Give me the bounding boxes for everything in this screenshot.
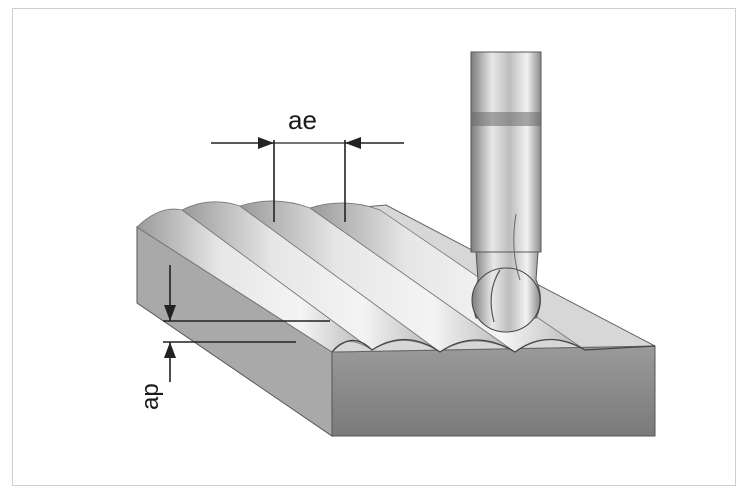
tool-shank <box>470 51 542 253</box>
ap-dimension: ap <box>137 265 330 410</box>
ae-label: ae <box>288 105 317 135</box>
tool-flute-2 <box>513 213 521 281</box>
block-front-face <box>331 345 656 437</box>
tool-flute <box>490 269 501 323</box>
ae-arrow-right <box>345 137 361 149</box>
ae-arrow-left <box>258 137 274 149</box>
grooves <box>136 200 656 353</box>
scallop-profile <box>331 338 656 353</box>
ball-end-mill <box>470 51 542 333</box>
ap-arrow-top <box>164 305 176 321</box>
ap-label: ap <box>137 383 164 410</box>
ap-arrow-bottom <box>164 342 176 358</box>
tool-ball <box>471 267 541 333</box>
workpiece-block <box>135 200 656 437</box>
ae-dimension: ae <box>211 105 404 222</box>
tool-band <box>471 112 541 126</box>
